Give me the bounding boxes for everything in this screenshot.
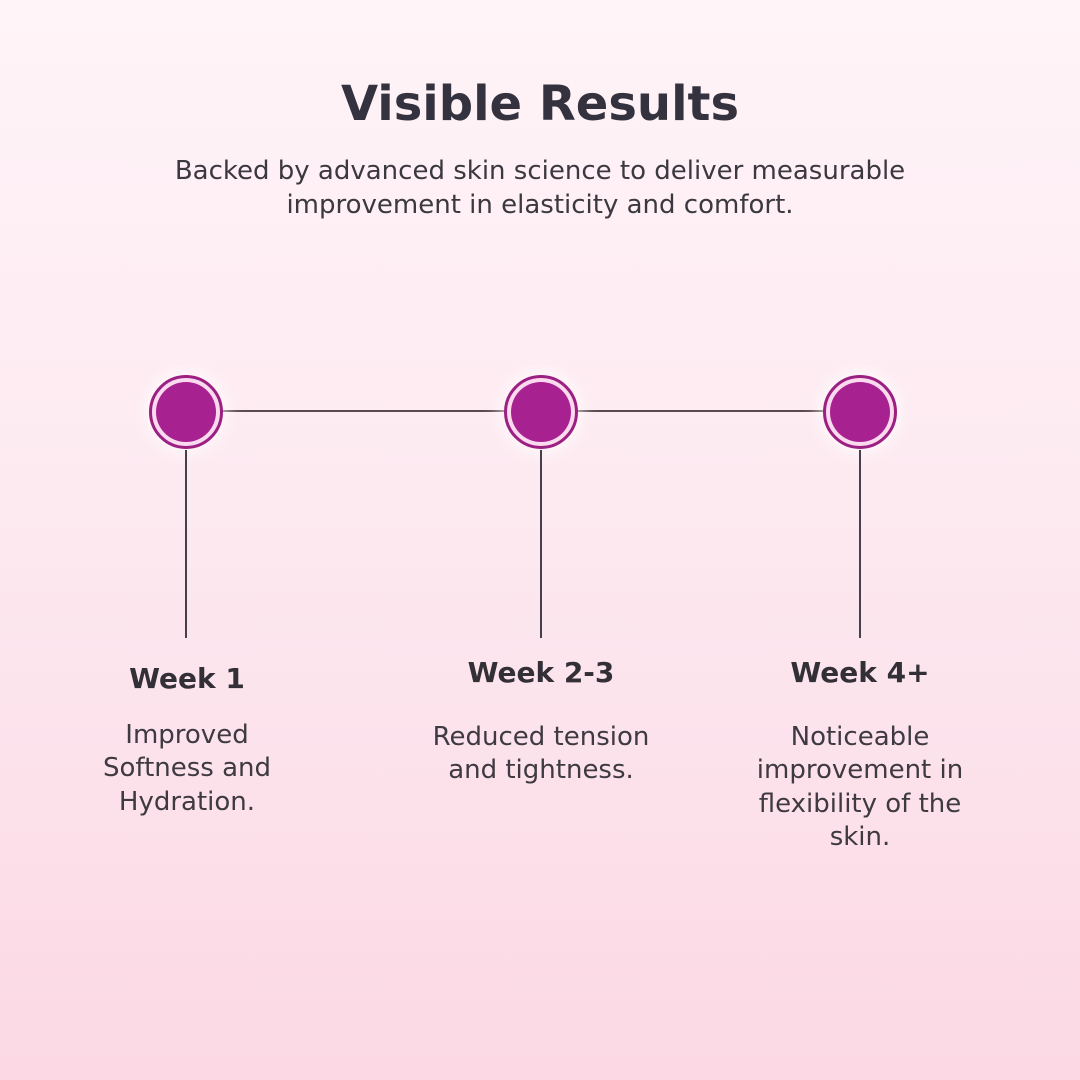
milestone-week-1: Week 1 Improved Softness and Hydration. — [62, 662, 312, 819]
timeline-dot-week-4-plus — [823, 375, 897, 449]
timeline-dot-inner — [156, 382, 216, 442]
header: Visible Results Backed by advanced skin … — [0, 76, 1080, 223]
milestone-label: Week 1 — [129, 662, 245, 695]
milestone-description: Reduced tension and tightness. — [432, 722, 650, 786]
milestone-week-2-3: Week 2-3 Reduced tension and tightness. — [406, 656, 676, 788]
page-subtitle: Backed by advanced skin science to deliv… — [174, 156, 906, 221]
milestone-description: Noticeable improvement in flexibility of… — [756, 722, 964, 852]
timeline-dot-week-1 — [149, 375, 223, 449]
milestone-week-4-plus: Week 4+ Noticeable improvement in flexib… — [735, 656, 985, 854]
timeline-stem-week-1 — [185, 450, 187, 638]
timeline-stem-week-2-3 — [540, 450, 542, 638]
milestone-description: Improved Softness and Hydration. — [102, 720, 272, 817]
timeline-dot-week-2-3 — [504, 375, 578, 449]
milestone-label: Week 4+ — [790, 656, 930, 689]
milestone-label: Week 2-3 — [467, 656, 615, 689]
timeline-dot-inner — [511, 382, 571, 442]
timeline-stem-week-4-plus — [859, 450, 861, 638]
page-title: Visible Results — [340, 76, 740, 132]
timeline-dot-inner — [830, 382, 890, 442]
